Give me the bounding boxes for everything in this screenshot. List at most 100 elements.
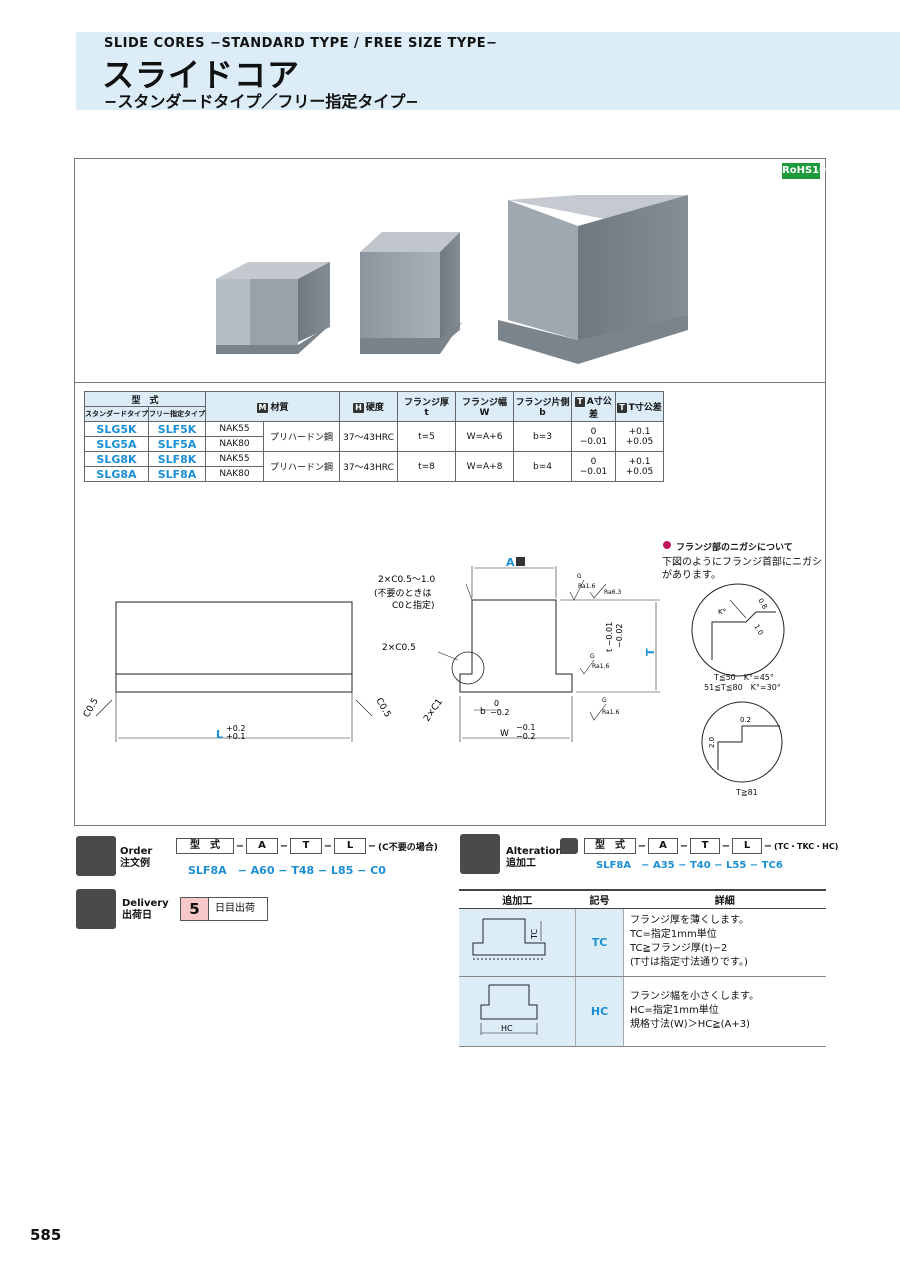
front-view [437, 566, 660, 742]
product-photo [216, 195, 688, 364]
alt-detail-tc: フランジ厚を薄くします。 TC=指定1mm単位 TC≧フランジ厚(t)−2 (T… [623, 908, 826, 977]
page-title-sub: −スタンダードタイプ／フリー指定タイプ− [104, 92, 419, 111]
flange-b-value: b=4 [513, 451, 572, 482]
alt-figure-hc: HC [459, 976, 576, 1047]
flange-t-value: t=8 [397, 451, 456, 482]
note-condition-2: 51≦T≦80 K°=30° [704, 683, 781, 692]
order-field-l: L [334, 838, 366, 854]
surface-ra-3: Ra1.6 [602, 709, 619, 716]
detail-02-label: 0.2 [740, 716, 751, 724]
alterations-phone-icon [560, 838, 578, 854]
alt-figure-hc-label: HC [501, 1024, 513, 1033]
t-dim-tol-lo: −0.02 [615, 623, 624, 648]
chamfer-note-2: (不要のときは [374, 588, 432, 599]
detail-k-label: K° [718, 608, 726, 616]
product-photo-area [75, 159, 825, 383]
code-std: SLG8A [84, 466, 149, 482]
surface-g-2: G [590, 653, 595, 660]
alt-figure-tc-label: TC [530, 928, 539, 939]
alt-field-t: T [690, 838, 720, 854]
chamfer-c1-label: 2×C1 [422, 697, 445, 723]
technical-drawing: C0.5 C0.5 L +0.2 +0.1 2×C0.5～1.0 (不要のときは… [82, 541, 785, 783]
side-view [95, 601, 373, 742]
flange-t-value: t=5 [397, 421, 456, 452]
l-tol-up: +0.2 [226, 724, 245, 733]
alt-field-options: (TC・TKC・HC) [774, 841, 839, 851]
a-dim-label: A [506, 556, 515, 569]
order-field-t: T [290, 838, 322, 854]
order-example: SLF8A − A60 − T48 − L85 − C0 [188, 864, 386, 877]
header-subtitle-en: SLIDE CORES −STANDARD TYPE / FREE SIZE T… [104, 36, 498, 51]
detail-10-label: 1.0 [752, 623, 764, 637]
surface-ra-2: Ra1.6 [592, 663, 609, 670]
detail-circle-1 [691, 583, 785, 677]
material-tag: M [256, 403, 269, 413]
order-format: 型 式 − A − T − L − (C不要の場合) [176, 838, 438, 854]
l-label: L [216, 728, 223, 741]
drill-icon [460, 834, 500, 874]
note-heading: フランジ部のニガシについて [676, 543, 793, 553]
truck-icon [76, 889, 116, 929]
rohs-badge: RoHS10 [782, 163, 826, 179]
alterations-table: 追加工 記号 詳細 TC TC フランジ厚を薄くします。 TC=指定1mm単位 … [459, 889, 826, 1047]
surface-g-3: G [602, 697, 607, 704]
w-dim-tol-lo: −0.2 [516, 732, 535, 741]
hardness-value: 37～43HRC [339, 451, 398, 482]
detail-08-label: 0.8 [756, 597, 768, 611]
chamfer-note-3: C0と指定) [392, 599, 435, 611]
delivery-box: 5 日目出荷 [180, 897, 268, 921]
alterations-example: SLF8A − A35 − T40 − L55 − TC6 [596, 860, 783, 871]
phone-icon [76, 836, 116, 876]
header-band [76, 32, 900, 110]
c05-left-label: C0.5 [82, 697, 101, 720]
alt-th-detail: 詳細 [623, 889, 826, 909]
t-dim-label: T [644, 648, 657, 656]
alt-field-a: A [648, 838, 678, 854]
hardness-tag: H [353, 403, 364, 413]
a-tol-value: 0−0.01 [571, 451, 616, 482]
w-dim-label: W [500, 729, 509, 739]
code-std: SLG5K [84, 421, 149, 437]
b-dim-tol-lo: −0.2 [490, 708, 509, 717]
alt-field-type: 型 式 [584, 838, 636, 854]
order-field-c: (C不要の場合) [378, 842, 438, 853]
alt-figure-tc: TC [459, 908, 576, 977]
c05-right-label: C0.5 [373, 697, 392, 720]
b-dim-tol-up: 0 [494, 699, 499, 708]
surface-g-1: G [577, 573, 582, 580]
main-frame [74, 158, 826, 826]
delivery-text: 日目出荷 [215, 903, 255, 914]
w-dim-tol-up: −0.1 [516, 723, 535, 732]
b-dim-label: b [480, 707, 486, 717]
alterations-format: 型 式 − A − T − L − (TC・TKC・HC) [584, 838, 838, 854]
order-field-a: A [246, 838, 278, 854]
alt-code-hc: HC [575, 976, 624, 1047]
alt-th-work: 追加工 [459, 889, 576, 909]
chamfer-05-label: 2×C0.5 [382, 643, 416, 653]
material-code: NAK80 [205, 436, 264, 452]
t-tol-value: +0.1+0.05 [615, 421, 664, 452]
surface-ra-1: Ra1.6 [578, 583, 595, 590]
l-tol-lo: +0.1 [226, 732, 245, 741]
a-tol-tag-icon [516, 557, 525, 566]
delivery-days: 5 [181, 898, 209, 920]
alt-th-code: 記号 [575, 889, 624, 909]
order-field-type: 型 式 [176, 838, 234, 854]
th-free: フリー指定タイプ [148, 406, 206, 422]
t-tol-value: +0.1+0.05 [615, 451, 664, 482]
note-condition-1: T≦50 K°=45° [714, 673, 774, 682]
surface-ra-63: Ra6.3 [604, 589, 621, 596]
alt-detail-hc: フランジ幅を小さくします。 HC=指定1mm単位 規格寸法(W)＞HC≧(A+3… [623, 976, 826, 1047]
page-title: スライドコア [102, 56, 301, 94]
note-body: 下図のようにフランジ首部にニガシがあります。 [662, 557, 822, 581]
alt-code-tc: TC [575, 908, 624, 977]
